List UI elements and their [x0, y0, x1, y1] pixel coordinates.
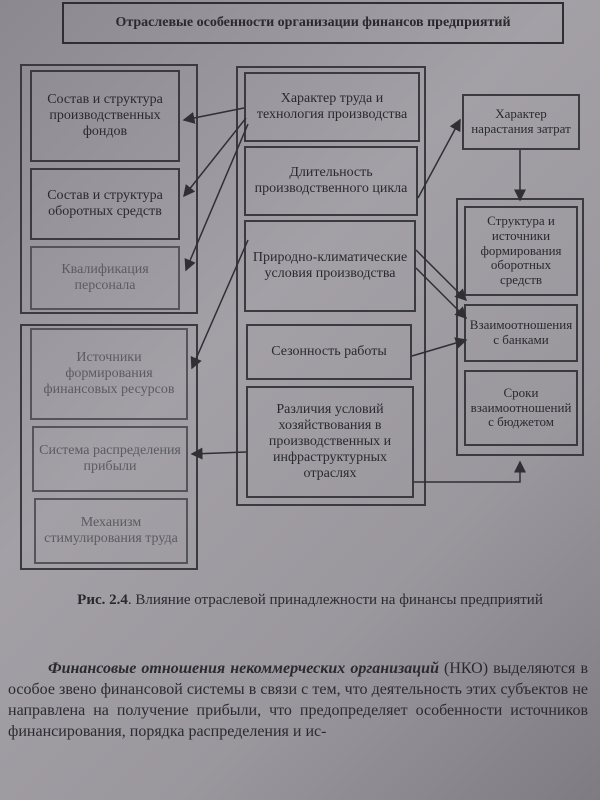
left-box-4: Источники формирования финансовых ресурс… — [30, 328, 188, 420]
left-box-5: Система распределения прибыли — [32, 426, 188, 492]
center-box-1: Характер труда и технология производства — [244, 72, 420, 142]
right-box-1: Структура и источники формирования оборо… — [464, 206, 578, 296]
left-box-1: Состав и структура производственных фонд… — [30, 70, 180, 162]
center-box-4: Сезонность работы — [246, 324, 412, 380]
caption-label: Рис. 2.4 — [77, 592, 128, 608]
right-box-3: Сроки взаимоотношений с бюджетом — [464, 370, 578, 446]
right-box-2: Взаимоотношения с банками — [464, 304, 578, 362]
center-box-2: Длительность производственного цикла — [244, 146, 418, 216]
figure-caption: Рис. 2.4. Влияние отраслевой принадлежно… — [40, 590, 580, 612]
left-box-6: Механизм стимулирования труда — [34, 498, 188, 564]
caption-text: . Влияние отраслевой принадлежности на ф… — [127, 592, 543, 608]
center-box-5: Различия условий хозяйствования в произв… — [246, 386, 414, 498]
center-box-3: Природно-климатические условия производс… — [244, 220, 416, 312]
diagram-title: Отраслевые особенности организации финан… — [62, 2, 564, 44]
body-emphasis: Финансовые отношения некоммерческих орга… — [48, 660, 439, 677]
center-group — [236, 66, 426, 506]
body-paragraph: Финансовые отношения некоммерческих орга… — [8, 658, 588, 742]
body-rest: (НКО) выделяются в особое звено финансов… — [8, 660, 589, 741]
left-group-top — [20, 64, 198, 314]
left-group-bottom — [20, 324, 198, 570]
left-box-2: Состав и структура оборотных средств — [30, 168, 180, 240]
left-box-3: Квалификация персонала — [30, 246, 180, 310]
right-top-box: Характер нарастания затрат — [462, 94, 580, 150]
